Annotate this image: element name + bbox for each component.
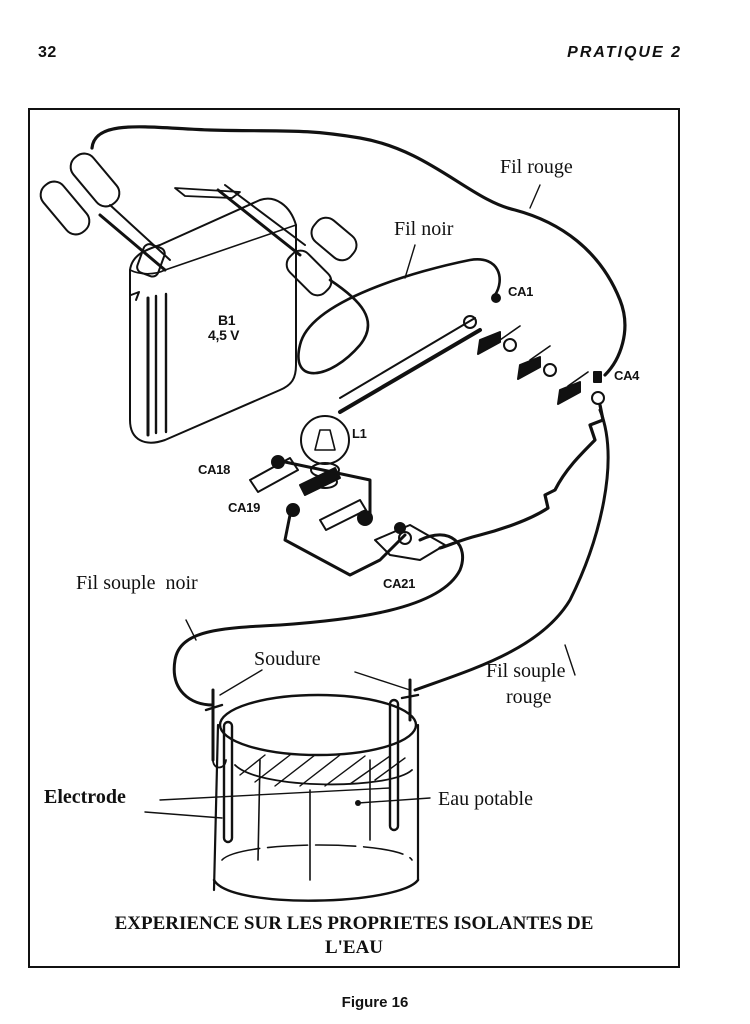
electrode-right-icon xyxy=(388,678,420,832)
label-ca21: CA21 xyxy=(383,576,416,591)
fil-souple-rouge-wire xyxy=(413,408,610,692)
fil-rouge-wire xyxy=(90,125,627,377)
label-electrode: Electrode xyxy=(44,786,126,808)
clip-left-icon xyxy=(39,152,171,278)
label-fil-noir: Fil noir xyxy=(394,218,454,240)
beaker-icon xyxy=(212,693,420,902)
label-ca1: CA1 xyxy=(508,284,534,299)
label-ca19: CA19 xyxy=(228,500,261,515)
label-battery-name: B1 xyxy=(218,312,236,328)
label-eau-potable: Eau potable xyxy=(438,788,533,810)
label-fil-souple-rouge-line2: rouge xyxy=(506,686,552,708)
battery-icon xyxy=(129,197,297,444)
fil-noir-wire xyxy=(297,258,501,375)
figure-caption: EXPERIENCE SUR LES PROPRIETES ISOLANTES … xyxy=(28,912,680,960)
label-battery-voltage: 4,5 V xyxy=(208,327,240,343)
connector-strip-icon xyxy=(338,293,605,414)
label-ca18: CA18 xyxy=(198,462,231,477)
fil-souple-noir-wire xyxy=(172,533,465,707)
page-number: 32 xyxy=(38,44,57,61)
label-ca4: CA4 xyxy=(614,368,640,383)
electrode-left-icon xyxy=(204,688,234,844)
caption-line-1: EXPERIENCE SUR LES PROPRIETES ISOLANTES … xyxy=(114,913,594,934)
leader-lines xyxy=(144,184,576,819)
figure-number: Figure 16 xyxy=(341,994,409,1011)
running-title: PRATIQUE 2 xyxy=(567,44,682,61)
label-fil-souple-noir: Fil souple noir xyxy=(76,572,198,594)
figure-frame xyxy=(28,108,680,968)
label-soudure: Soudure xyxy=(254,648,321,670)
clip-right-icon xyxy=(174,184,358,297)
zigzag-wire xyxy=(438,403,605,550)
label-fil-rouge: Fil rouge xyxy=(500,156,573,178)
label-fil-souple-rouge-line1: Fil souple xyxy=(486,660,566,682)
label-lamp: L1 xyxy=(352,426,367,441)
lower-connector-icon xyxy=(249,455,446,577)
caption-line-2: L'EAU xyxy=(324,937,384,958)
